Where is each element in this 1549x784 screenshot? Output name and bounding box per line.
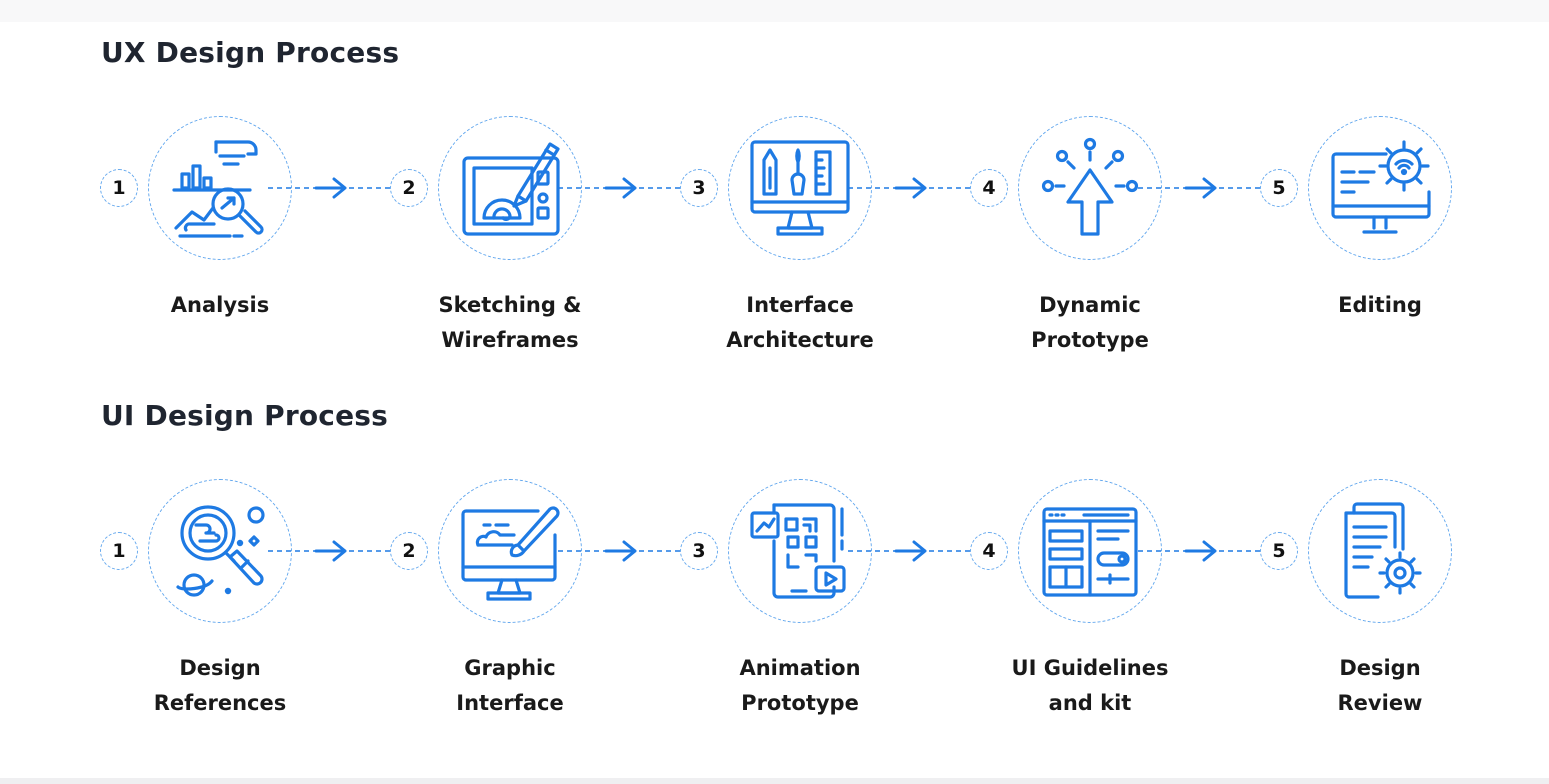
flow-arrow [1138, 540, 1262, 562]
flow-arrow [848, 540, 972, 562]
bottom-band [0, 778, 1549, 784]
step-circle [728, 479, 872, 623]
step-circle [148, 479, 292, 623]
flow-arrow [848, 177, 972, 199]
step-number-badge: 1 [100, 532, 138, 570]
magnifier-planet-icon [164, 495, 276, 607]
step-circle [438, 479, 582, 623]
step-circle [1018, 116, 1162, 260]
step-label: Animation Prototype [739, 656, 861, 715]
monitor-drawing-tools-icon [744, 132, 856, 244]
ux-step-3: 3 Interface Architecture [680, 116, 920, 376]
ui-step-3: 3 Animation Prototype [680, 479, 920, 739]
step-circle [148, 116, 292, 260]
ui-step-1: 1 Design References [100, 479, 340, 739]
step-number-badge: 1 [100, 169, 138, 207]
flow-arrow [268, 177, 392, 199]
step-label: Editing [1338, 293, 1422, 317]
step-number-badge: 5 [1260, 532, 1298, 570]
monitor-paintbrush-icon [454, 495, 566, 607]
step-label: Sketching & Wireframes [438, 293, 582, 352]
step-number-badge: 5 [1260, 169, 1298, 207]
ux-step-5: 5 Editing [1260, 116, 1500, 376]
top-band [0, 0, 1549, 22]
step-number-badge: 3 [680, 169, 718, 207]
step-circle [1308, 479, 1452, 623]
flow-arrow [558, 540, 682, 562]
step-label: Design References [153, 656, 287, 715]
analysis-chart-magnifier-icon [164, 132, 276, 244]
step-number-badge: 4 [970, 169, 1008, 207]
sketch-tablet-pen-icon [454, 132, 566, 244]
flow-arrow [268, 540, 392, 562]
step-circle [728, 116, 872, 260]
step-label: Dynamic Prototype [1031, 293, 1149, 352]
ui-process-row: 1 Design References 2 [0, 479, 1549, 739]
flow-arrow [1138, 177, 1262, 199]
ux-step-1: 1 Analysis [100, 116, 340, 376]
ux-process-row: 1 Analysis [0, 116, 1549, 376]
step-number-badge: 2 [390, 169, 428, 207]
step-number-badge: 3 [680, 532, 718, 570]
step-number-badge: 2 [390, 532, 428, 570]
cursor-arrow-click-icon [1034, 132, 1146, 244]
ux-step-4: 4 Dynamic Prototype [970, 116, 1210, 376]
step-circle [1018, 479, 1162, 623]
ux-section-title: UX Design Process [101, 36, 400, 69]
ui-step-2: 2 Graphic Interface [390, 479, 630, 739]
monitor-gear-icon [1324, 132, 1436, 244]
step-label: Graphic Interface [456, 656, 564, 715]
step-label: UI Guidelines and kit [1011, 656, 1169, 715]
step-circle [1308, 116, 1452, 260]
tablet-animation-icon [744, 495, 856, 607]
step-label: Design Review [1337, 656, 1423, 715]
ux-step-2: 2 Sketching & Wireframes [390, 116, 630, 376]
ui-step-4: 4 UI Guidelines and kit [970, 479, 1210, 739]
step-circle [438, 116, 582, 260]
ui-step-5: 5 Design Review [1260, 479, 1500, 739]
ui-section-title: UI Design Process [101, 399, 389, 432]
step-label: Interface Architecture [726, 293, 874, 352]
step-label: Analysis [170, 293, 270, 317]
documents-gear-icon [1324, 495, 1436, 607]
step-number-badge: 4 [970, 532, 1008, 570]
flow-arrow [558, 177, 682, 199]
ui-kit-window-icon [1034, 495, 1146, 607]
